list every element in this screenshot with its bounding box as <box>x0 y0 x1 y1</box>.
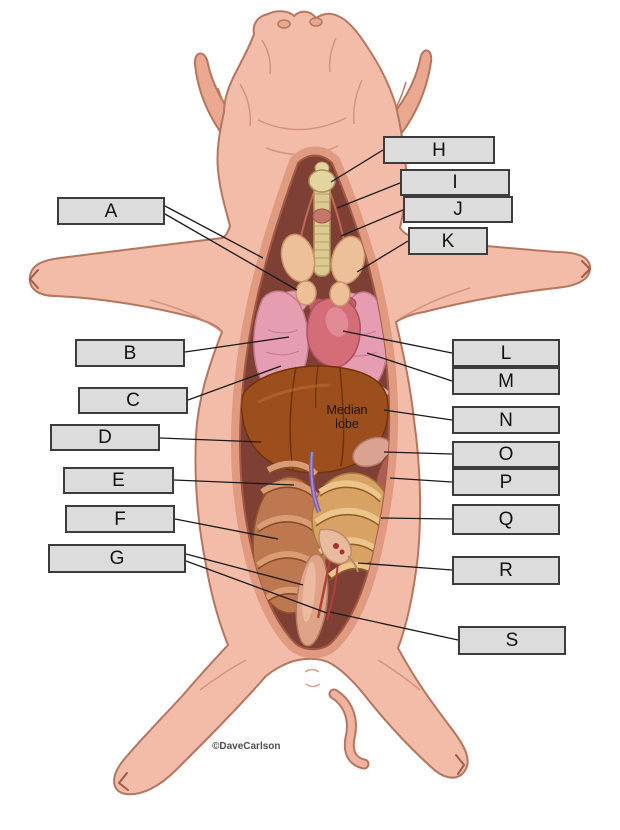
median-lobe-line1: Median <box>326 403 368 417</box>
label-box-i: I <box>400 169 510 196</box>
median-lobe-text: Median lobe <box>316 403 378 432</box>
label-box-d: D <box>50 424 160 451</box>
credit-text: ©DaveCarlson <box>212 741 281 752</box>
median-lobe-line2: lobe <box>335 417 359 432</box>
snout <box>277 17 323 29</box>
leader-lines <box>159 149 459 641</box>
bladder <box>295 553 329 647</box>
label-box-o: O <box>452 441 560 468</box>
umbilical-cord <box>318 528 359 573</box>
label-box-r: R <box>452 556 560 585</box>
label-box-b: B <box>75 339 185 367</box>
label-box-p: P <box>452 468 560 496</box>
trachea <box>308 161 336 277</box>
label-box-h: H <box>383 136 495 164</box>
liver <box>240 364 389 474</box>
label-box-f: F <box>65 505 175 533</box>
label-box-g: G <box>48 544 186 573</box>
heart <box>306 296 361 368</box>
label-box-s: S <box>458 626 566 655</box>
thyroid <box>312 208 332 224</box>
stomach <box>352 436 390 468</box>
label-box-j: J <box>403 196 513 223</box>
label-box-k: K <box>408 227 488 255</box>
label-box-l: L <box>452 339 560 367</box>
label-box-m: M <box>452 367 560 395</box>
body-details <box>149 37 471 691</box>
organs <box>240 161 390 647</box>
label-box-c: C <box>78 387 188 414</box>
label-box-q: Q <box>452 504 560 535</box>
thymus <box>280 233 366 307</box>
label-box-n: N <box>452 406 560 434</box>
hooves <box>28 260 592 791</box>
label-box-e: E <box>63 467 174 494</box>
label-box-a: A <box>57 197 165 225</box>
umbilical-arteries <box>316 559 339 621</box>
tail <box>328 688 370 770</box>
